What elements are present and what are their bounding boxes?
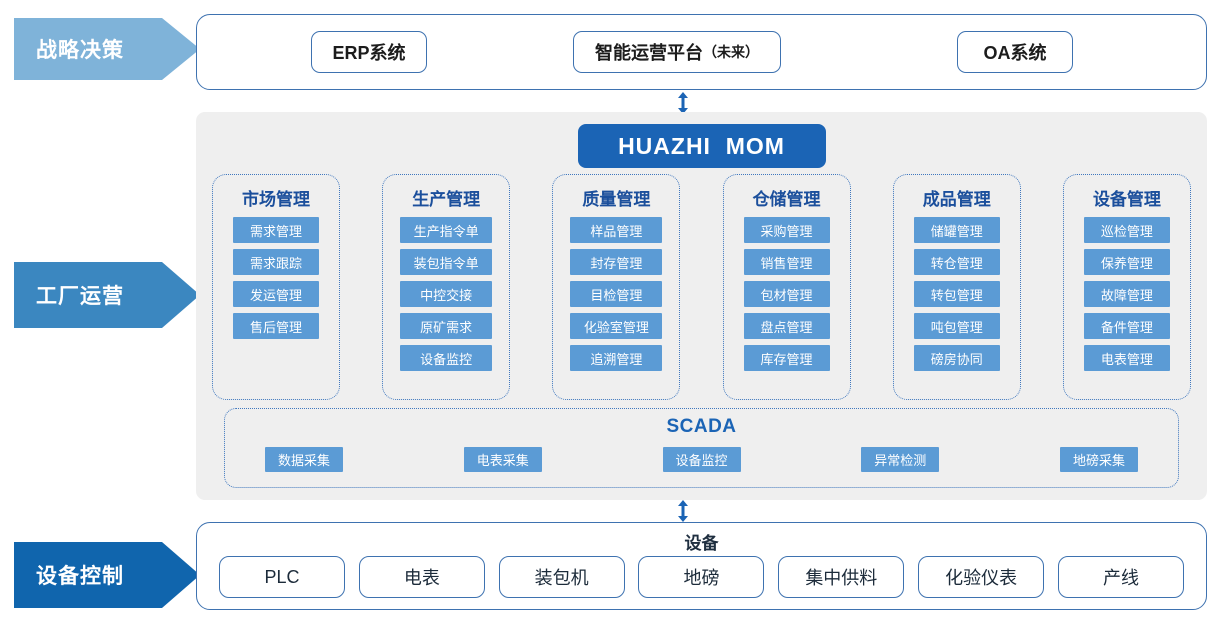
strategy-layer-panel: ERP系统 智能运营平台 （未来） OA系统 (196, 14, 1207, 90)
device-layer-panel: 设备 PLC 电表 装包机 地磅 集中供料 化验仪表 产线 (196, 522, 1207, 610)
device-item-lab-instrument[interactable]: 化验仪表 (918, 556, 1045, 598)
module-item[interactable]: 电表管理 (1083, 345, 1170, 371)
module-item[interactable]: 样品管理 (570, 217, 663, 243)
module-item[interactable]: 盘点管理 (743, 313, 830, 339)
device-item-bagger[interactable]: 装包机 (498, 556, 625, 598)
band-strategy: 战略决策 (14, 18, 200, 80)
device-item-central-feed[interactable]: 集中供料 (778, 556, 905, 598)
module-item[interactable]: 封存管理 (570, 249, 663, 275)
scada-item[interactable]: 异常检测 (861, 447, 940, 472)
module-title-equipment: 设备管理 (1092, 190, 1161, 209)
scada-item[interactable]: 设备监控 (662, 447, 741, 472)
module-item[interactable]: 化验室管理 (570, 313, 663, 339)
module-column-production[interactable]: 生产管理 生产指令单 装包指令单 中控交接 原矿需求 设备监控 (382, 174, 511, 400)
module-item[interactable]: 需求跟踪 (233, 249, 319, 275)
module-item[interactable]: 转包管理 (913, 281, 1000, 307)
module-column-quality[interactable]: 质量管理 样品管理 封存管理 目检管理 化验室管理 追溯管理 (552, 174, 681, 400)
scada-item[interactable]: 电表采集 (463, 447, 542, 472)
arrow-shape-icon (14, 262, 200, 328)
module-item[interactable]: 故障管理 (1083, 281, 1170, 307)
module-title-finished-goods: 成品管理 (922, 190, 991, 209)
module-item[interactable]: 装包指令单 (400, 249, 493, 275)
module-title-market: 市场管理 (242, 190, 310, 209)
module-item[interactable]: 吨包管理 (913, 313, 1000, 339)
module-item[interactable]: 售后管理 (233, 313, 319, 339)
device-item-plc[interactable]: PLC (219, 556, 345, 598)
system-label-iop: 智能运营平台 (595, 43, 703, 63)
module-item[interactable]: 中控交接 (400, 281, 493, 307)
mom-title: HUAZHI MOM (618, 132, 785, 159)
module-item[interactable]: 销售管理 (743, 249, 830, 275)
scada-item[interactable]: 地磅采集 (1060, 447, 1138, 472)
module-item[interactable]: 设备监控 (400, 345, 493, 371)
band-device-label: 设备控制 (36, 565, 124, 588)
device-item-production-line[interactable]: 产线 (1057, 556, 1184, 598)
module-item[interactable]: 生产指令单 (400, 217, 493, 243)
module-title-quality: 质量管理 (582, 190, 651, 209)
factory-operation-panel: HUAZHI MOM 市场管理 需求管理 需求跟踪 发运管理 售后管理 生产管理… (196, 112, 1207, 500)
module-title-warehouse: 仓储管理 (752, 190, 821, 209)
device-item-meter[interactable]: 电表 (358, 556, 485, 598)
scada-item[interactable]: 数据采集 (265, 447, 343, 472)
band-factory: 工厂运营 (14, 262, 200, 328)
module-item[interactable]: 磅房协同 (913, 345, 1000, 371)
module-item[interactable]: 采购管理 (743, 217, 830, 243)
device-panel-title: 设备 (684, 534, 719, 553)
module-item[interactable]: 需求管理 (233, 217, 319, 243)
module-item[interactable]: 原矿需求 (400, 313, 493, 339)
band-factory-label: 工厂运营 (36, 285, 124, 308)
module-column-warehouse[interactable]: 仓储管理 采购管理 销售管理 包材管理 盘点管理 库存管理 (722, 174, 851, 400)
module-item[interactable]: 保养管理 (1083, 249, 1170, 275)
module-columns: 市场管理 需求管理 需求跟踪 发运管理 售后管理 生产管理 生产指令单 装包指令… (212, 174, 1191, 400)
system-box-erp[interactable]: ERP系统 (311, 31, 427, 73)
module-item[interactable]: 巡检管理 (1083, 217, 1170, 243)
scada-band: SCADA 数据采集 电表采集 设备监控 异常检测 地磅采集 (224, 408, 1179, 488)
module-title-production: 生产管理 (412, 190, 481, 209)
band-strategy-label: 战略决策 (36, 39, 124, 62)
module-item[interactable]: 目检管理 (570, 281, 663, 307)
scada-title: SCADA (666, 416, 737, 437)
module-column-market[interactable]: 市场管理 需求管理 需求跟踪 发运管理 售后管理 (212, 174, 340, 400)
system-label-erp: ERP系统 (332, 43, 406, 63)
device-item-weighbridge[interactable]: 地磅 (638, 556, 765, 598)
system-suffix-iop: （未来） (703, 44, 759, 60)
module-item[interactable]: 备件管理 (1083, 313, 1170, 339)
double-arrow-icon-top (678, 92, 688, 114)
arrow-shape-icon (14, 18, 200, 80)
module-item[interactable]: 包材管理 (743, 281, 830, 307)
module-column-finished-goods[interactable]: 成品管理 储罐管理 转仓管理 转包管理 吨包管理 磅房协同 (892, 174, 1021, 400)
device-items: PLC 电表 装包机 地磅 集中供料 化验仪表 产线 (219, 556, 1184, 598)
mom-banner[interactable]: HUAZHI MOM (577, 124, 826, 168)
system-label-oa: OA系统 (983, 43, 1047, 63)
arrow-shape-icon (14, 542, 200, 608)
module-item[interactable]: 转仓管理 (913, 249, 1000, 275)
module-item[interactable]: 发运管理 (233, 281, 319, 307)
band-device: 设备控制 (14, 542, 200, 608)
module-item[interactable]: 库存管理 (743, 345, 830, 371)
system-box-oa[interactable]: OA系统 (957, 31, 1073, 73)
double-arrow-icon-bottom (678, 500, 688, 522)
module-column-equipment[interactable]: 设备管理 巡检管理 保养管理 故障管理 备件管理 电表管理 (1062, 174, 1191, 400)
module-item[interactable]: 追溯管理 (570, 345, 663, 371)
system-box-iop[interactable]: 智能运营平台 （未来） (573, 31, 781, 73)
module-item[interactable]: 储罐管理 (913, 217, 1000, 243)
scada-items: 数据采集 电表采集 设备监控 异常检测 地磅采集 (265, 447, 1138, 472)
